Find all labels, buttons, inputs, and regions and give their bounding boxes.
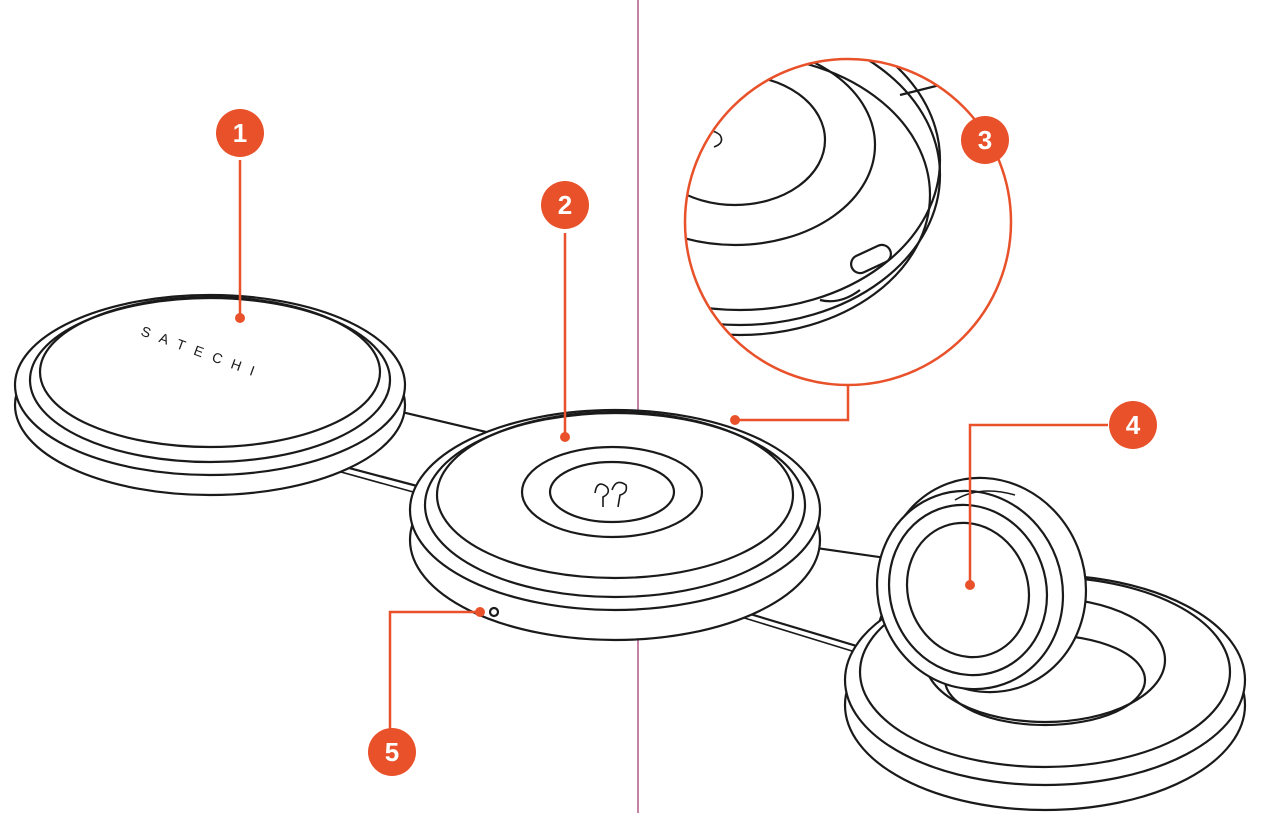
callout-3: 3 — [730, 116, 1009, 425]
badge-4 — [1109, 401, 1157, 449]
watch-charger-puck — [875, 476, 1088, 694]
usb-c-port-detail — [683, 57, 1013, 387]
badge-2-label: 2 — [558, 190, 572, 220]
callout-2: 2 — [541, 181, 589, 442]
badge-2 — [541, 181, 589, 229]
badge-5 — [368, 728, 416, 776]
badge-3-label: 3 — [978, 125, 992, 155]
led-indicator — [488, 606, 500, 618]
phone-charging-pad: SATECHI — [13, 293, 407, 497]
earbuds-icon — [594, 481, 628, 508]
callout-5: 5 — [368, 607, 485, 776]
badge-5-label: 5 — [385, 737, 399, 767]
badge-3 — [961, 116, 1009, 164]
badge-4-label: 4 — [1126, 410, 1141, 440]
badge-1 — [216, 109, 264, 157]
callout-1: 1 — [216, 109, 264, 323]
callout-4: 4 — [965, 401, 1157, 590]
earbuds-charging-pad — [408, 408, 822, 642]
badge-1-label: 1 — [233, 118, 247, 148]
